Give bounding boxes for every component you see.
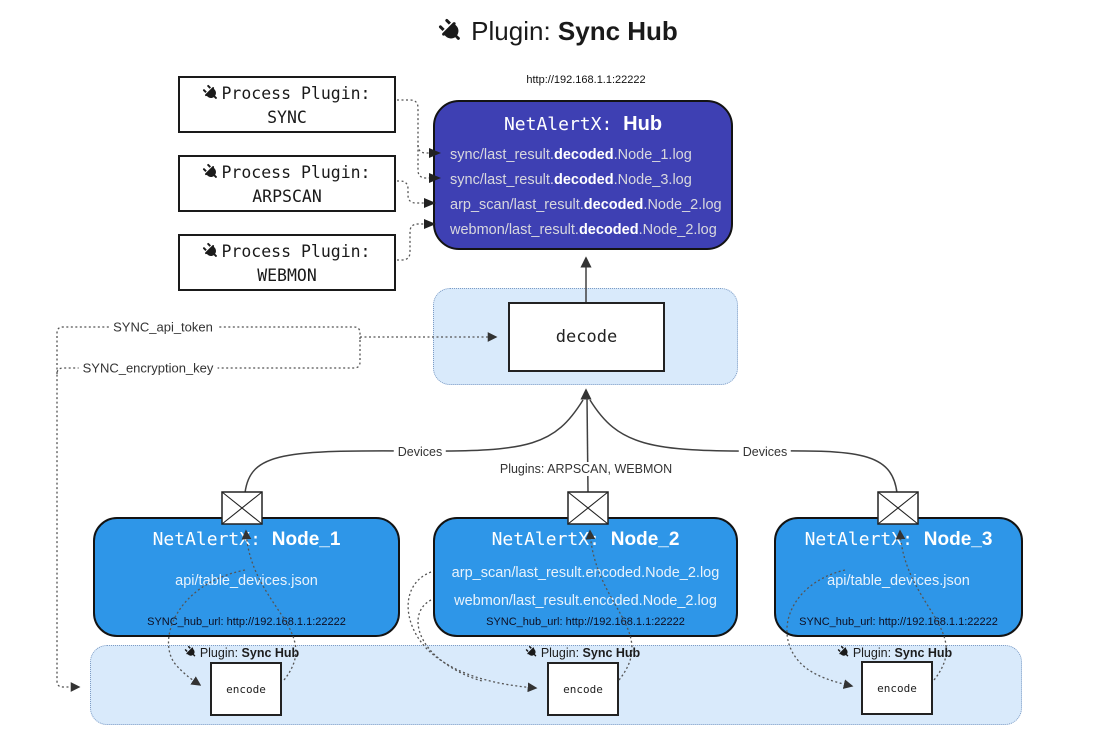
hub-url-label: http://192.168.1.1:22222 <box>526 74 646 86</box>
encode-box-node3: encode <box>861 661 933 715</box>
process-plugin-title: Process Plugin: <box>180 240 394 264</box>
page-title-prefix: Plugin: <box>471 16 558 46</box>
hub-log-line: webmon/last_result.decoded.Node_2.log <box>435 218 731 243</box>
process-plugin-name: SYNC <box>267 108 307 127</box>
plug-icon <box>200 161 223 184</box>
sync-api-token-label: SYNC_api_token <box>109 319 217 335</box>
log-bold: decoded <box>578 222 639 238</box>
process-plugin-webmon-box: Process Plugin: WEBMON <box>178 234 396 291</box>
hub-title: NetAlertX: Hub <box>435 113 731 136</box>
caption-name: Sync Hub <box>894 646 953 660</box>
node1-box: NetAlertX: Node_1 api/table_devices.json… <box>93 517 400 637</box>
log-prefix: sync/last_result. <box>450 147 554 163</box>
encode1-caption: Plugin: Sync Hub <box>182 644 300 661</box>
node1-file: api/table_devices.json <box>175 573 318 589</box>
plug-icon <box>523 644 540 661</box>
log-bold: decoded <box>553 172 614 188</box>
node-title-prefix: NetAlertX: <box>491 529 611 550</box>
hub-log-list: sync/last_result.decoded.Node_1.log sync… <box>435 143 731 243</box>
encode-box-node1: encode <box>210 662 282 716</box>
node3-file: api/table_devices.json <box>827 573 970 589</box>
caption-prefix: Plugin: <box>199 646 242 660</box>
process-plugin-name: ARPSCAN <box>252 187 322 206</box>
hub-log-line: sync/last_result.decoded.Node_3.log <box>435 168 731 193</box>
process-plugin-name: WEBMON <box>257 266 317 285</box>
node-title-name: Node_1 <box>271 529 341 550</box>
node2-file: webmon/last_result.encoded.Node_2.log <box>454 593 717 609</box>
caption-prefix: Plugin: <box>852 646 895 660</box>
process-plugin-sync-box: Process Plugin: SYNC <box>178 76 396 133</box>
caption-prefix: Plugin: <box>540 646 583 660</box>
node3-box: NetAlertX: Node_3 api/table_devices.json… <box>774 517 1023 637</box>
encode2-caption: Plugin: Sync Hub <box>523 644 641 661</box>
log-suffix: .Node_1.log <box>613 147 692 163</box>
sync-to-hub-line <box>397 99 429 179</box>
process-plugin-arpscan-box: Process Plugin: ARPSCAN <box>178 155 396 212</box>
encode-box-node2: encode <box>547 662 619 716</box>
plug-icon <box>835 644 852 661</box>
decode-box: decode <box>508 302 665 372</box>
node2-file: arp_scan/last_result.encoded.Node_2.log <box>451 565 720 581</box>
sync-encryption-key-label: SYNC_encryption_key <box>78 360 218 376</box>
node-title-name: Node_3 <box>923 529 993 550</box>
hub-title-prefix: NetAlertX: <box>503 114 624 135</box>
node-title-prefix: NetAlertX: <box>152 529 272 550</box>
process-plugin-title-text: Process Plugin: <box>221 242 371 261</box>
plugins-label: Plugins: ARPSCAN, WEBMON <box>495 462 677 476</box>
plug-icon <box>182 644 199 661</box>
log-suffix: .Node_3.log <box>613 172 692 188</box>
caption-name: Sync Hub <box>241 646 300 660</box>
node1-title: NetAlertX: Node_1 <box>95 529 398 551</box>
log-suffix: .Node_2.log <box>638 222 717 238</box>
page-title-name: Sync Hub <box>557 16 678 46</box>
node3-title: NetAlertX: Node_3 <box>776 529 1021 551</box>
process-plugin-title: Process Plugin: <box>180 161 394 185</box>
log-prefix: webmon/last_result. <box>450 222 579 238</box>
process-plugin-title-text: Process Plugin: <box>221 84 371 103</box>
plug-icon <box>200 82 223 105</box>
hub-log-line: arp_scan/last_result.decoded.Node_2.log <box>435 193 731 218</box>
log-suffix: .Node_2.log <box>643 197 722 213</box>
node3-hub-url: SYNC_hub_url: http://192.168.1.1:22222 <box>799 616 998 628</box>
arpscan-to-hub-line <box>397 180 428 204</box>
webmon-to-hub-line <box>397 223 428 261</box>
sync-to-hub-branch <box>417 144 429 154</box>
node1-hub-url: SYNC_hub_url: http://192.168.1.1:22222 <box>147 616 346 628</box>
caption-name: Sync Hub <box>582 646 641 660</box>
log-prefix: arp_scan/last_result. <box>450 197 584 213</box>
node2-box: NetAlertX: Node_2 arp_scan/last_result.e… <box>433 517 738 637</box>
process-plugin-title: Process Plugin: <box>180 82 394 106</box>
hub-title-name: Hub <box>623 113 663 135</box>
page-title: Plugin: Sync Hub <box>0 16 1117 47</box>
plug-icon <box>200 240 223 263</box>
hub-log-line: sync/last_result.decoded.Node_1.log <box>435 143 731 168</box>
node2-title: NetAlertX: Node_2 <box>435 529 736 551</box>
log-prefix: sync/last_result. <box>450 172 554 188</box>
node2-plugins-line <box>586 397 589 493</box>
node-title-prefix: NetAlertX: <box>804 529 924 550</box>
devices-label-right: Devices <box>738 445 792 459</box>
process-plugin-title-text: Process Plugin: <box>221 163 371 182</box>
node-title-name: Node_2 <box>610 529 680 550</box>
log-bold: decoded <box>553 147 614 163</box>
plug-icon <box>434 14 468 48</box>
log-bold: decoded <box>583 197 644 213</box>
devices-label-left: Devices <box>393 445 447 459</box>
hub-box: NetAlertX: Hub sync/last_result.decoded.… <box>433 100 733 250</box>
encode3-caption: Plugin: Sync Hub <box>835 644 953 661</box>
node2-hub-url: SYNC_hub_url: http://192.168.1.1:22222 <box>486 616 685 628</box>
